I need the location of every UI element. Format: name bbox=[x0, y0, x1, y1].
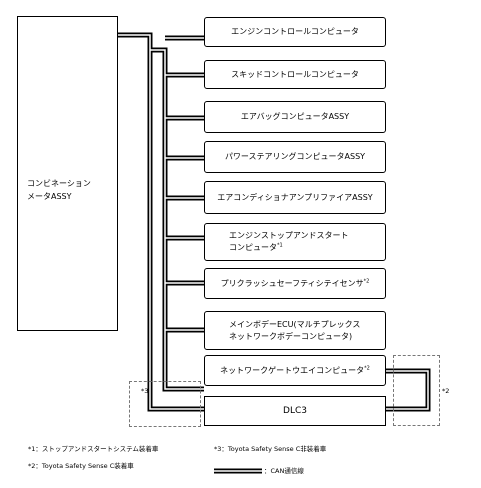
engine-control-computer-label: エンジンコントロールコンピュータ bbox=[231, 27, 359, 36]
airbag-computer: エアバッグコンピュータASSY bbox=[204, 101, 386, 133]
power-steering-computer: パワーステアリングコンピュータASSY bbox=[204, 141, 386, 173]
region-tss-c bbox=[393, 355, 440, 426]
network-gateway-computer: ネットワークゲートウエイコンピュータ*2 bbox=[204, 355, 386, 386]
engine-control-computer: エンジンコントロールコンピュータ bbox=[204, 17, 386, 47]
network-gateway-computer-mark: *2 bbox=[364, 364, 370, 371]
power-steering-computer-label: パワーステアリングコンピュータASSY bbox=[224, 152, 366, 161]
combination-meter-line1: コンビネーション bbox=[27, 179, 91, 188]
engine-stop-start-mark: *1 bbox=[277, 242, 283, 249]
can-line-core bbox=[118, 34, 429, 410]
legend-note-2: *2：Toyota Safety Sense C装着車 bbox=[28, 462, 134, 470]
dlc3-connector: DLC3 bbox=[204, 396, 386, 426]
region-no-tss-c bbox=[129, 381, 201, 427]
engine-stop-start-computer: エンジンストップアンドスタート コンピュータ*1 bbox=[204, 223, 386, 261]
skid-control-computer-label: スキッドコントロールコンピュータ bbox=[231, 69, 359, 79]
engine-stop-start-line1: エンジンストップアンドスタート bbox=[229, 231, 349, 240]
network-gateway-computer-label: ネットワークゲートウエイコンピュータ bbox=[220, 365, 365, 375]
main-body-ecu-line1: メインボデーECU(マルチプレックス bbox=[229, 319, 361, 329]
main-body-ecu-line2: ネットワークボデーコンピュータ) bbox=[229, 331, 353, 341]
dlc3-label: DLC3 bbox=[283, 406, 307, 416]
region-mark-right: *2 bbox=[442, 387, 450, 395]
region-mark-left: *3 bbox=[141, 387, 149, 395]
skid-control-computer: スキッドコントロールコンピュータ bbox=[204, 60, 386, 89]
airbag-computer-label: エアバッグコンピュータASSY bbox=[240, 112, 350, 121]
engine-stop-start-line2: コンピュータ bbox=[229, 243, 277, 252]
air-conditioner-amplifier-label: エアコンディショナアンプリファイアASSY bbox=[217, 192, 373, 202]
legend-note-1: *1：ストップアンドスタートシステム装着車 bbox=[28, 445, 159, 453]
combination-meter-line2: メータASSY bbox=[27, 192, 72, 201]
combination-meter: コンビネーション メータASSY bbox=[17, 16, 118, 331]
legend-note-3: *3：Toyota Safety Sense C非装着車 bbox=[214, 445, 327, 453]
pre-crash-safety-sensor-label: プリクラッシュセーフティシテイセンサ bbox=[220, 278, 364, 288]
main-body-ecu: メインボデーECU(マルチプレックス ネットワークボデーコンピュータ) bbox=[204, 311, 386, 350]
pre-crash-safety-sensor: プリクラッシュセーフティシテイセンサ*2 bbox=[204, 268, 386, 299]
legend-can-label: ：CAN通信線 bbox=[264, 467, 304, 475]
pre-crash-safety-sensor-mark: *2 bbox=[363, 277, 370, 284]
air-conditioner-amplifier: エアコンディショナアンプリファイアASSY bbox=[204, 181, 386, 214]
